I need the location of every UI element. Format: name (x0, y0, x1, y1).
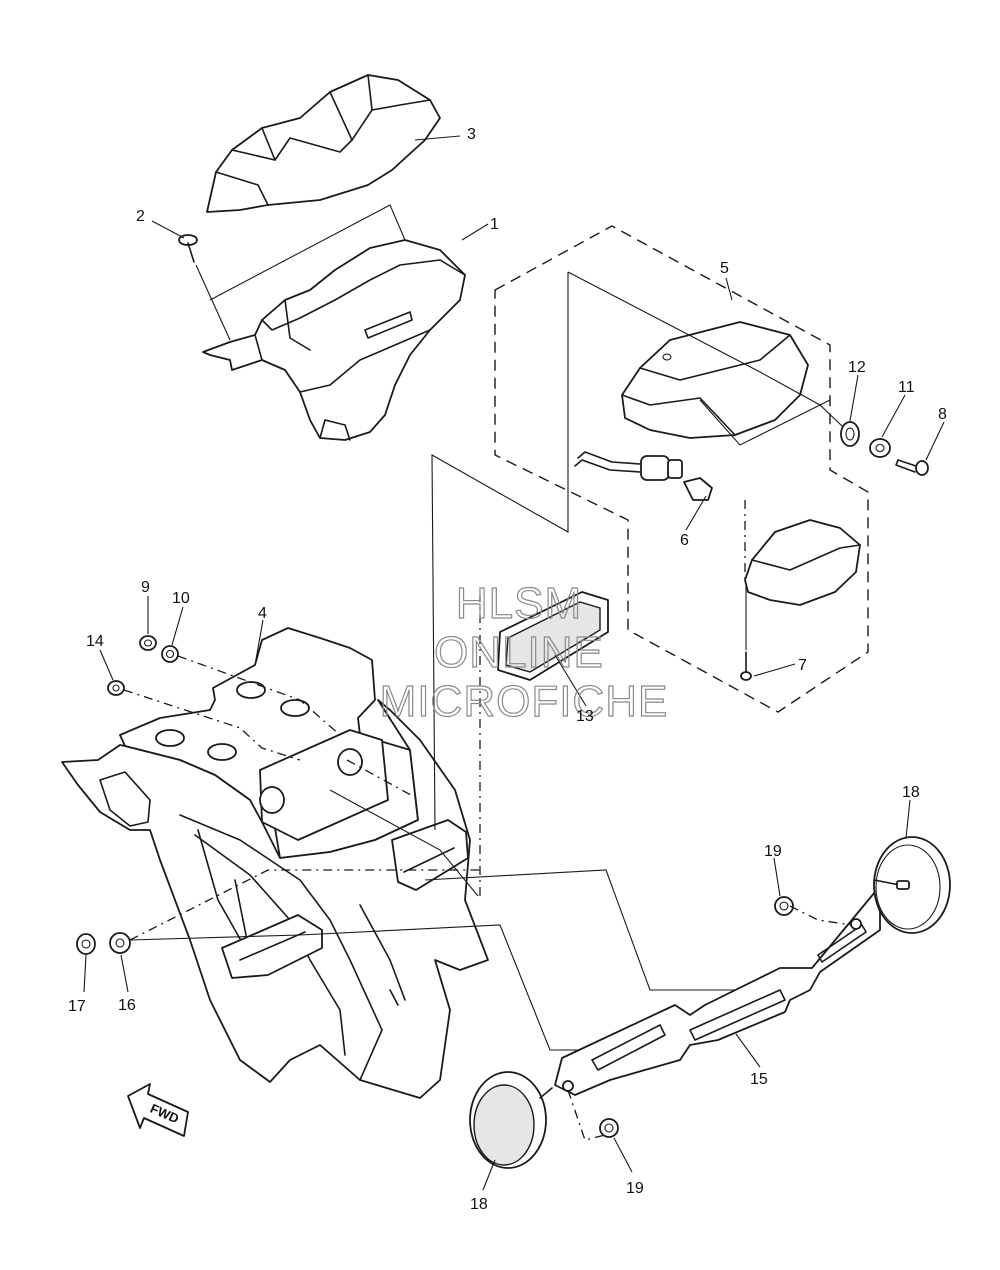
callout-15: 15 (750, 1071, 768, 1088)
part-11-collar (869, 438, 891, 458)
callout-6: 6 (680, 532, 689, 549)
callout-18-left: 18 (470, 1196, 488, 1213)
part-17-nut (76, 933, 96, 955)
callout-7: 7 (798, 657, 807, 674)
callout-14: 14 (86, 633, 104, 650)
part-19-nut-lower (599, 1118, 619, 1138)
part-12-grommet (840, 421, 860, 447)
callout-19-upper: 19 (764, 843, 782, 860)
callout-17: 17 (68, 998, 86, 1015)
fwd-arrow-icon: FWD (127, 1083, 189, 1137)
part-18-reflector-right (873, 836, 951, 934)
part-7-screw (740, 651, 752, 681)
part-5-tail-light-lens (621, 321, 809, 439)
part-19-nut-upper (774, 896, 794, 916)
part-5-assembly-outline (494, 225, 869, 713)
callout-18-right: 18 (902, 784, 920, 801)
callout-8: 8 (938, 406, 947, 423)
watermark-line-2: ONLINE (434, 628, 604, 677)
callout-16: 16 (118, 997, 136, 1014)
part-16-washer (109, 932, 131, 954)
watermark: HLSM ONLINE MICROFICHE (379, 578, 669, 726)
callout-leaders (83, 135, 945, 1191)
callout-13: 13 (576, 708, 594, 725)
callout-12: 12 (848, 359, 866, 376)
part-5-tail-light-rear (744, 519, 861, 606)
part-6-bulb-socket (574, 451, 713, 501)
callout-4: 4 (258, 605, 267, 622)
callout-labels: 3 1 2 5 12 11 8 6 7 4 9 10 14 13 15 16 1… (68, 126, 947, 1213)
part-9-nut (139, 635, 157, 651)
callout-2: 2 (136, 208, 145, 225)
callout-10: 10 (172, 590, 190, 607)
callout-19-lower: 19 (626, 1180, 644, 1197)
watermark-line-1: HLSM (456, 579, 582, 628)
callout-11: 11 (898, 379, 915, 396)
part-3-seat-cowl (206, 74, 441, 213)
callout-1: 1 (490, 216, 499, 233)
part-18-reflector-left (469, 1071, 553, 1169)
part-14-nut (107, 680, 125, 696)
callout-5: 5 (720, 260, 729, 277)
part-13-reflector (497, 591, 609, 681)
watermark-line-3: MICROFICHE (380, 677, 669, 726)
part-8-screw (895, 459, 929, 476)
callout-9: 9 (141, 579, 150, 596)
part-1-tail-cowl (202, 239, 466, 441)
part-10-washer (161, 645, 179, 663)
callout-3: 3 (467, 126, 476, 143)
mudguard-body (61, 699, 489, 1099)
part-2-screw (178, 234, 198, 263)
part-15-reflector-stay (554, 891, 881, 1096)
